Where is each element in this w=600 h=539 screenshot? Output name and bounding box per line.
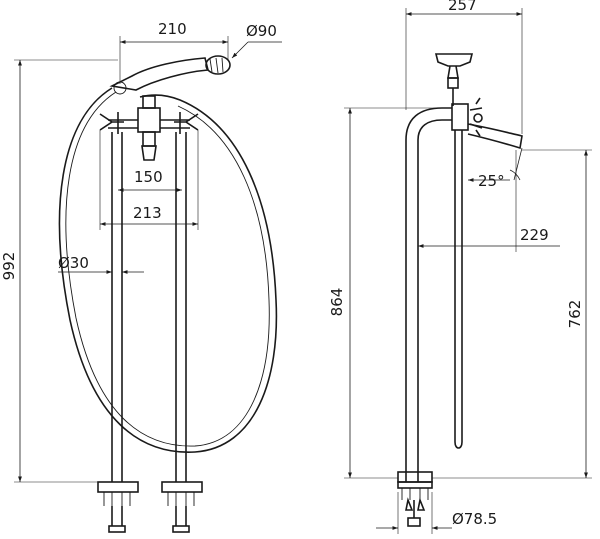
dim-o90-label: Ø90 <box>246 22 277 40</box>
dim-257-label: 257 <box>448 0 477 14</box>
side-view: 257 864 25° 229 762 Ø78.5 <box>328 0 592 534</box>
base-flange <box>397 471 433 527</box>
shower-head-side <box>434 53 474 106</box>
front-view: 210 Ø90 150 213 Ø30 992 <box>0 20 282 533</box>
dim-762-label: 762 <box>566 300 584 329</box>
dim-o30-label: Ø30 <box>58 254 89 272</box>
dim-992-label: 992 <box>0 252 18 281</box>
dim-229-label: 229 <box>520 226 549 244</box>
mixer-body <box>99 95 199 161</box>
dim-210-label: 210 <box>158 20 187 38</box>
dim-864-label: 864 <box>328 288 346 317</box>
dim-213-label: 213 <box>133 204 162 222</box>
spout-column <box>405 97 523 482</box>
shower-hose <box>58 87 278 453</box>
dim-150-label: 150 <box>134 168 163 186</box>
dim-o78-5-label: Ø78.5 <box>452 510 497 528</box>
hand-shower <box>109 55 231 95</box>
dim-25deg-label: 25° <box>478 172 505 190</box>
floor-mounts-front <box>97 481 203 533</box>
